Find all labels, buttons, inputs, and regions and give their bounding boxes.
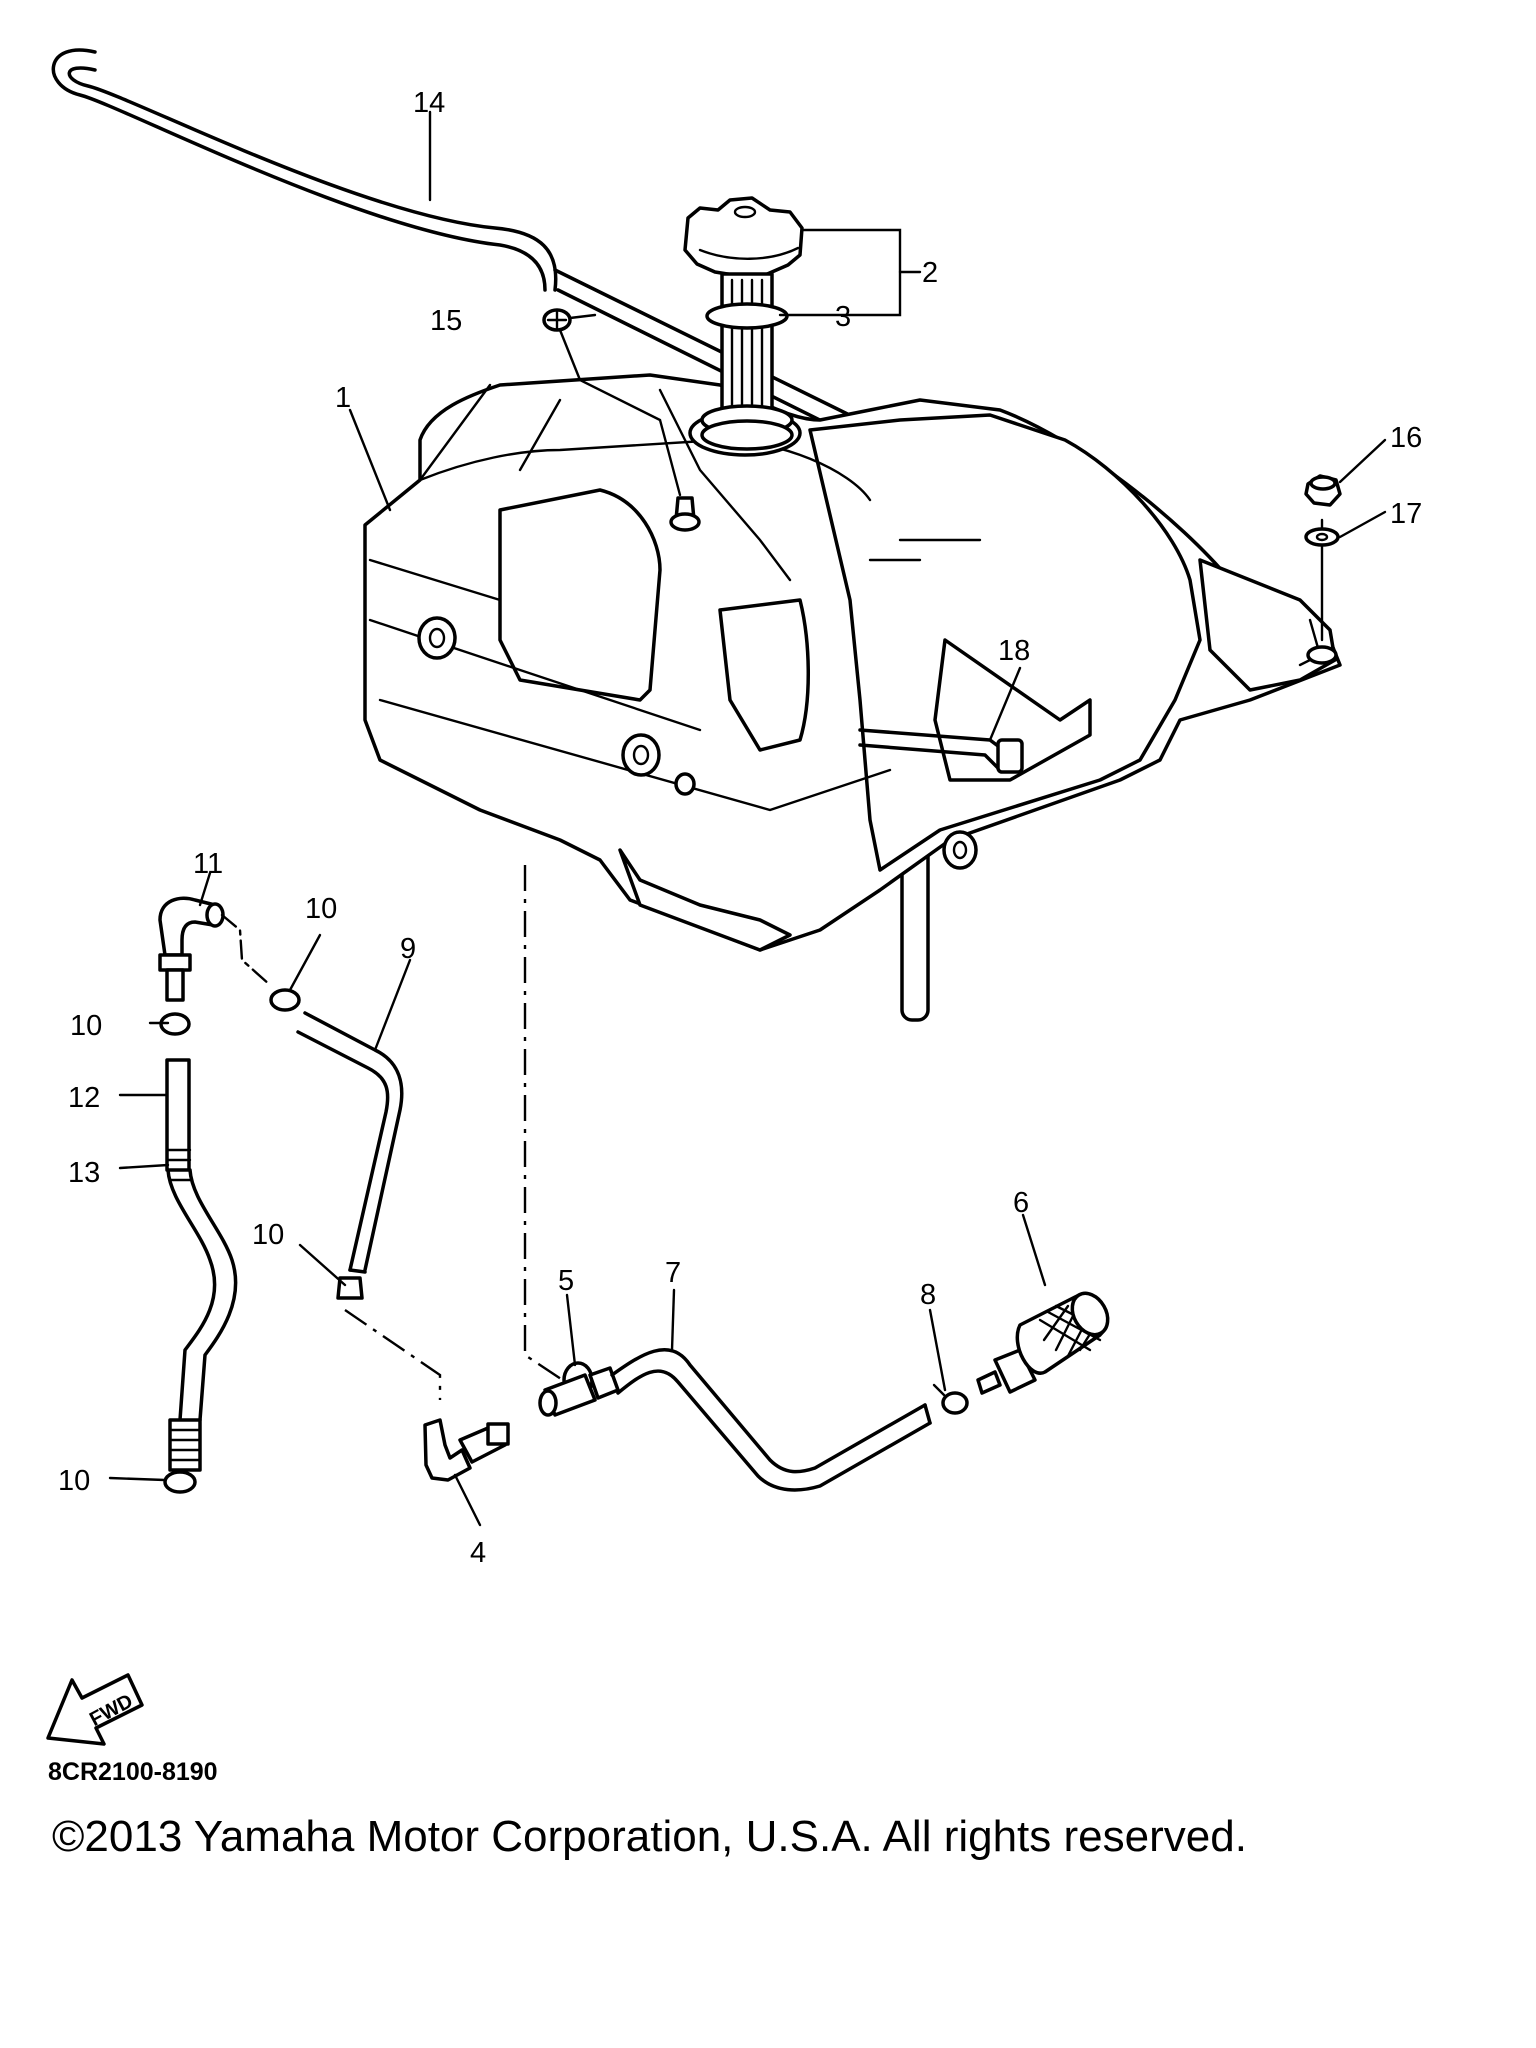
part-12-fuel-pipe <box>159 1012 191 1172</box>
part-6-fuel-filter <box>976 1291 1110 1395</box>
part-11-fuel-cock <box>158 896 272 1002</box>
part-16-nut <box>1304 474 1342 507</box>
part-13-fuel-hose <box>163 1148 238 1494</box>
callout-15: 15 <box>430 305 462 337</box>
callout-3: 3 <box>835 301 851 333</box>
part-15-clamp <box>542 308 682 497</box>
callout-1: 1 <box>335 382 351 414</box>
callout-17: 17 <box>1390 498 1422 530</box>
part-7-fuel-hose <box>610 1347 932 1492</box>
part-2-fuel-cap <box>683 196 804 278</box>
callout-13: 13 <box>68 1157 100 1189</box>
callout-10-a: 10 <box>305 893 337 925</box>
fwd-arrow-icon: FWD <box>46 1673 144 1746</box>
callout-10-d: 10 <box>58 1465 90 1497</box>
callout-12: 12 <box>68 1082 100 1114</box>
part-3-filler-neck-gasket <box>700 272 794 451</box>
callout-5: 5 <box>558 1265 574 1297</box>
callout-2: 2 <box>922 257 938 289</box>
callout-10-c: 10 <box>252 1219 284 1251</box>
callout-4: 4 <box>470 1537 486 1569</box>
callout-11: 11 <box>193 848 223 880</box>
copyright-notice: ©2013 Yamaha Motor Corporation, U.S.A. A… <box>52 1812 1247 1861</box>
part-9-hose <box>269 988 404 1300</box>
callout-9: 9 <box>400 933 416 965</box>
part-code: 8CR2100-8190 <box>48 1758 218 1786</box>
callout-8: 8 <box>920 1279 936 1311</box>
callout-16: 16 <box>1390 422 1422 454</box>
part-8-clamp <box>932 1383 969 1415</box>
tank-mount-bracket <box>1198 518 1338 692</box>
callout-14: 14 <box>413 87 445 119</box>
callout-10-b: 10 <box>70 1010 102 1042</box>
part-4-petcock <box>344 1309 510 1527</box>
leader-lines <box>108 110 1387 1482</box>
callout-6: 6 <box>1013 1187 1029 1219</box>
part-1-fuel-tank <box>363 373 1342 952</box>
callout-numbers: 1 2 3 4 5 6 7 8 9 10 10 10 10 11 12 13 1… <box>58 87 1422 1569</box>
part-5-fitting <box>523 865 620 1417</box>
part-17-washer <box>1304 527 1340 547</box>
callout-7: 7 <box>665 1257 681 1289</box>
callout-18: 18 <box>998 635 1030 667</box>
